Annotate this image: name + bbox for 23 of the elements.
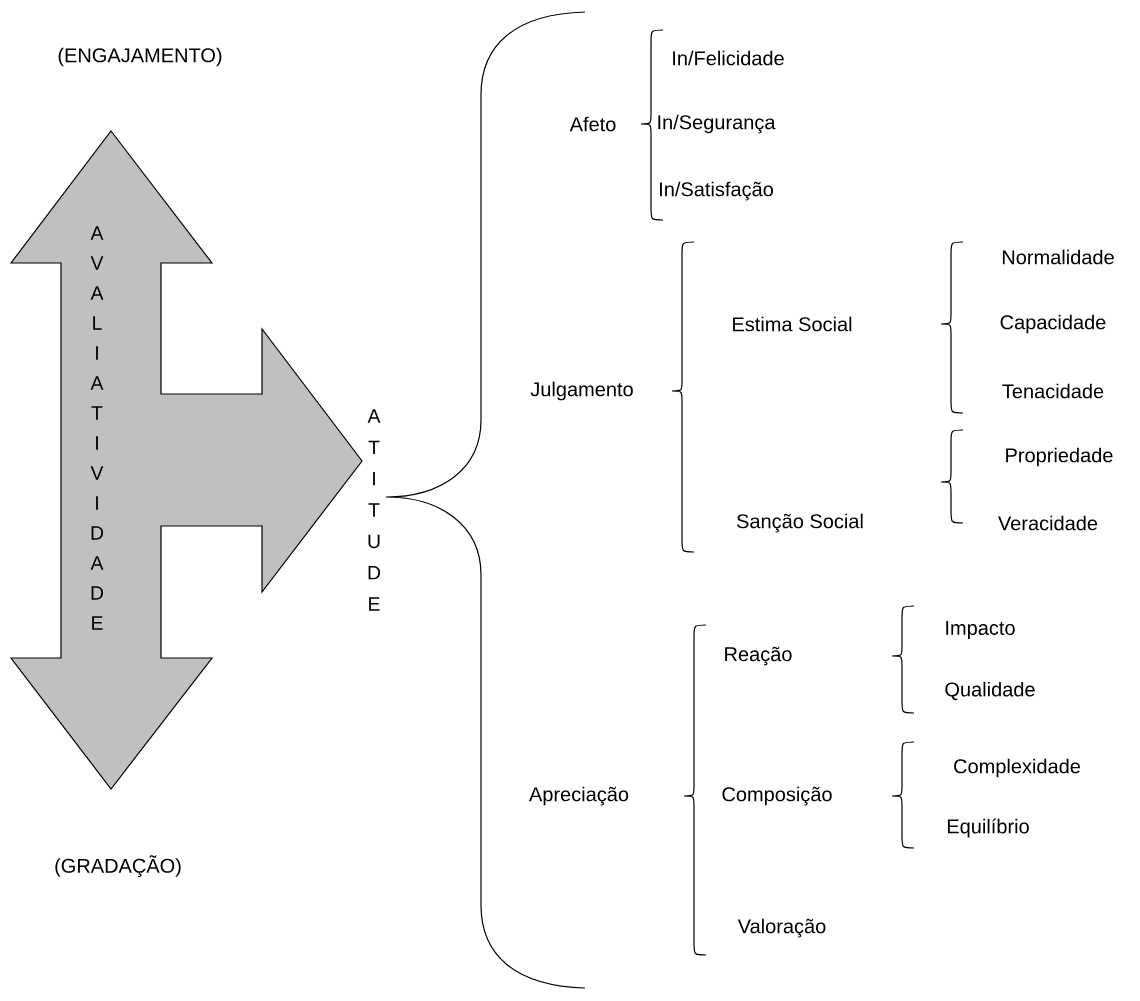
term-label: Complexidade xyxy=(954,758,1080,778)
term-label: Julgamento xyxy=(530,381,633,401)
term-label: Afeto xyxy=(569,116,616,132)
term-label: Veracidade xyxy=(998,515,1098,531)
term-label: Capacidade xyxy=(1000,314,1106,334)
term-label: In/Satisfação xyxy=(660,181,773,201)
term-label: Tenacidade xyxy=(1002,383,1104,399)
term-label: Valoração xyxy=(737,918,826,938)
term-label: (GRADAÇÃO) xyxy=(55,855,181,877)
term-label: Reação xyxy=(725,646,792,666)
term-label: Estima Social xyxy=(733,316,852,332)
term-label: Propriedade xyxy=(1006,447,1113,467)
term-label: Qualidade xyxy=(945,681,1035,701)
term-label: Apreciação xyxy=(529,786,629,806)
term-label: Sanção Social xyxy=(736,513,863,533)
term-label: In/Segurança xyxy=(658,114,776,134)
term-label: Equilíbrio xyxy=(947,818,1029,838)
vertical-label: A T I T U D E xyxy=(367,409,381,611)
term-label: Composição xyxy=(722,786,832,806)
term-label: In/Felicidade xyxy=(673,50,784,66)
term-label: (ENGAJAMENTO) xyxy=(58,47,222,67)
term-label: Normalidade xyxy=(1002,249,1114,265)
term-label: Impacto xyxy=(946,621,1015,639)
